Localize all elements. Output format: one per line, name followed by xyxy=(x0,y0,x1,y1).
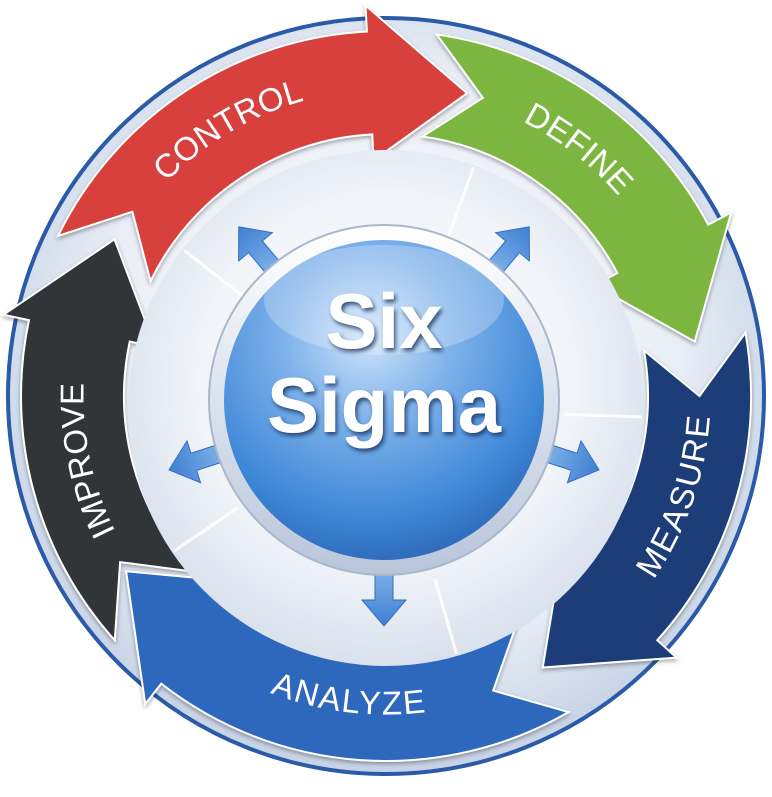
hub xyxy=(224,240,544,560)
spoke-line xyxy=(433,578,459,655)
inner-spokes xyxy=(172,166,642,655)
hub-arrows xyxy=(168,226,600,627)
segment-control-arrow-clockwise-icon xyxy=(56,3,469,285)
spoke-line xyxy=(183,249,247,300)
title-line1: Six xyxy=(325,277,442,365)
hub-gloss xyxy=(264,245,504,355)
spoke-line xyxy=(445,166,475,242)
spoke-line xyxy=(563,412,642,419)
spoke-line xyxy=(172,506,240,553)
segment-measure-arrow-clockwise-icon xyxy=(541,330,752,669)
segment-define-arrow-clockwise-icon xyxy=(419,33,733,344)
title-line2: Sigma xyxy=(267,361,502,449)
